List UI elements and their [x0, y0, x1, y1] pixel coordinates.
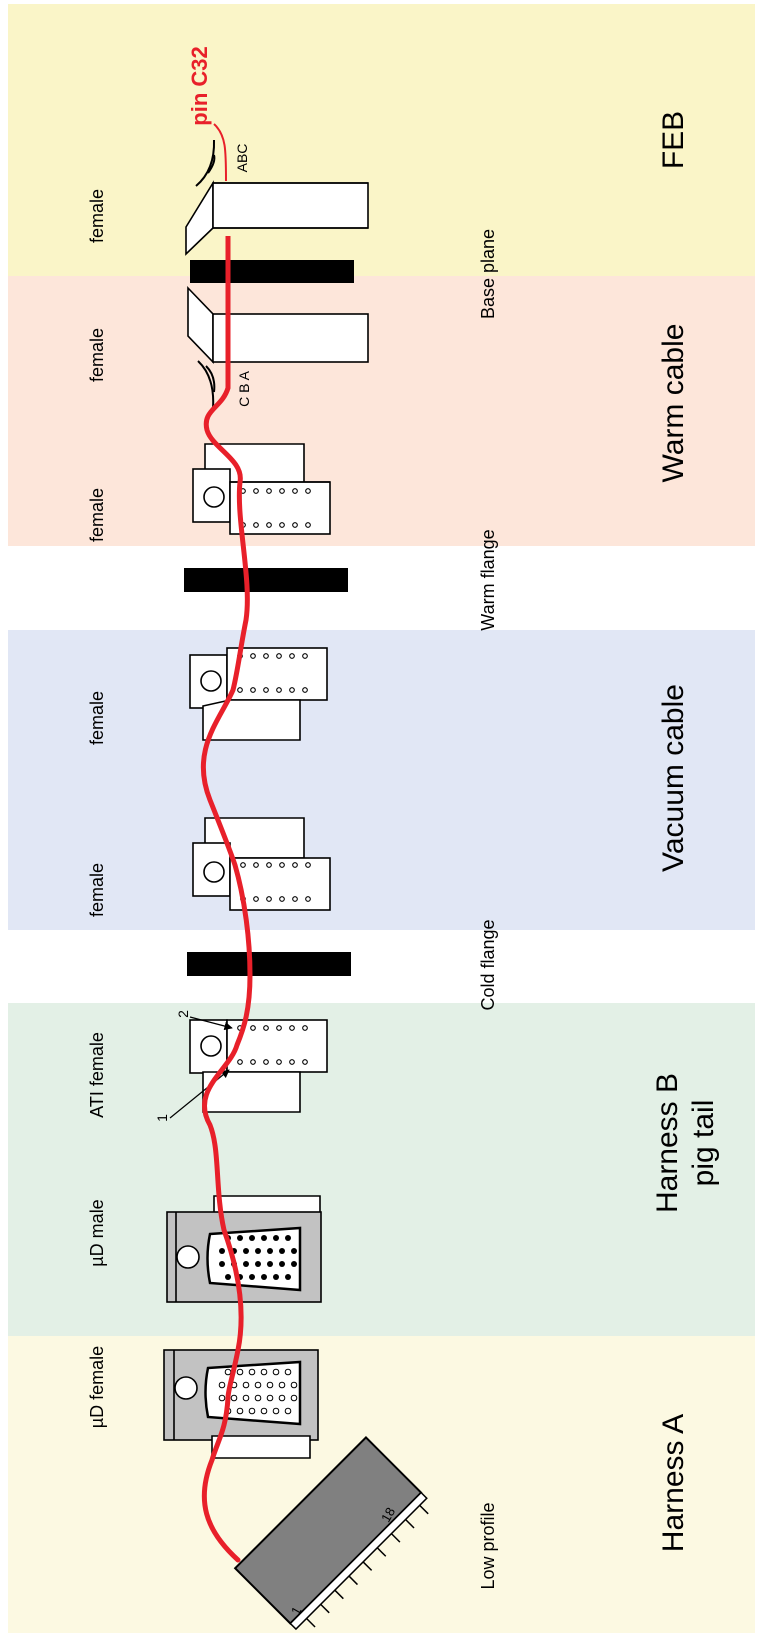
- label-chip-pin-18: 18: [378, 1505, 398, 1525]
- feb-contact-curve-outer: [195, 139, 216, 187]
- label-arrow-2: 2: [175, 1010, 191, 1018]
- vacuum-cable-band: [8, 630, 755, 930]
- label-ati-female: ATI female: [87, 1032, 107, 1118]
- section-title-warm-cable: Warm cable: [657, 324, 690, 483]
- warm-cable-feb-connector: [187, 286, 369, 364]
- warm-contact-curve-outer: [197, 360, 215, 409]
- label-cba-bottom: C B A: [236, 370, 252, 406]
- label-cold-flange: Cold flange: [478, 919, 498, 1010]
- section-title-harness-a: Harness A: [657, 1414, 690, 1552]
- cold-flange-bar: [187, 952, 351, 976]
- arrow-1-pointer: [169, 1069, 230, 1119]
- base-plane-bar: [190, 260, 354, 283]
- section-title-harness-b-line1: Harness B: [651, 1073, 684, 1213]
- label-low-profile: Low profile: [478, 1502, 498, 1589]
- label-pin-c32: pin C32: [187, 46, 212, 125]
- label-warm-flange: Warm flange: [478, 529, 498, 630]
- label-vacuum-female-bottom: female: [87, 863, 107, 917]
- warm-cable-band: [8, 276, 755, 546]
- label-arrow-1: 1: [154, 1114, 170, 1122]
- warm-contact-curve-inner: [205, 365, 216, 393]
- label-vacuum-female-top: female: [87, 691, 107, 745]
- label-base-plane: Base plane: [478, 229, 498, 319]
- micro-d-female-sockets: [218, 1368, 298, 1415]
- label-warm-female-bottom: female: [87, 488, 107, 542]
- section-title-vacuum-cable: Vacuum cable: [657, 684, 690, 872]
- warm-flange-bar: [184, 568, 348, 592]
- low-profile-chip: [233, 1436, 429, 1631]
- vacuum-cable-lower-connector: [192, 817, 331, 911]
- feb-contact-curve-inner: [207, 154, 216, 174]
- harness-b-band: [8, 1003, 755, 1336]
- label-warm-female-top: female: [87, 328, 107, 382]
- feb-band: [8, 4, 755, 276]
- label-micro-d-male: µD male: [87, 1199, 107, 1266]
- signal-wire: [200, 305, 253, 1563]
- arrow-2-pointer: [189, 1016, 233, 1031]
- label-feb-female: female: [87, 189, 107, 243]
- label-micro-d-female: µD female: [87, 1346, 107, 1428]
- label-abc-top: ABC: [234, 144, 250, 173]
- section-title-feb: FEB: [657, 111, 690, 169]
- section-title-harness-b-line2: pig tail: [687, 1100, 720, 1187]
- pin-c32-leader-line: [213, 123, 227, 182]
- feb-edge-connector: [185, 180, 369, 256]
